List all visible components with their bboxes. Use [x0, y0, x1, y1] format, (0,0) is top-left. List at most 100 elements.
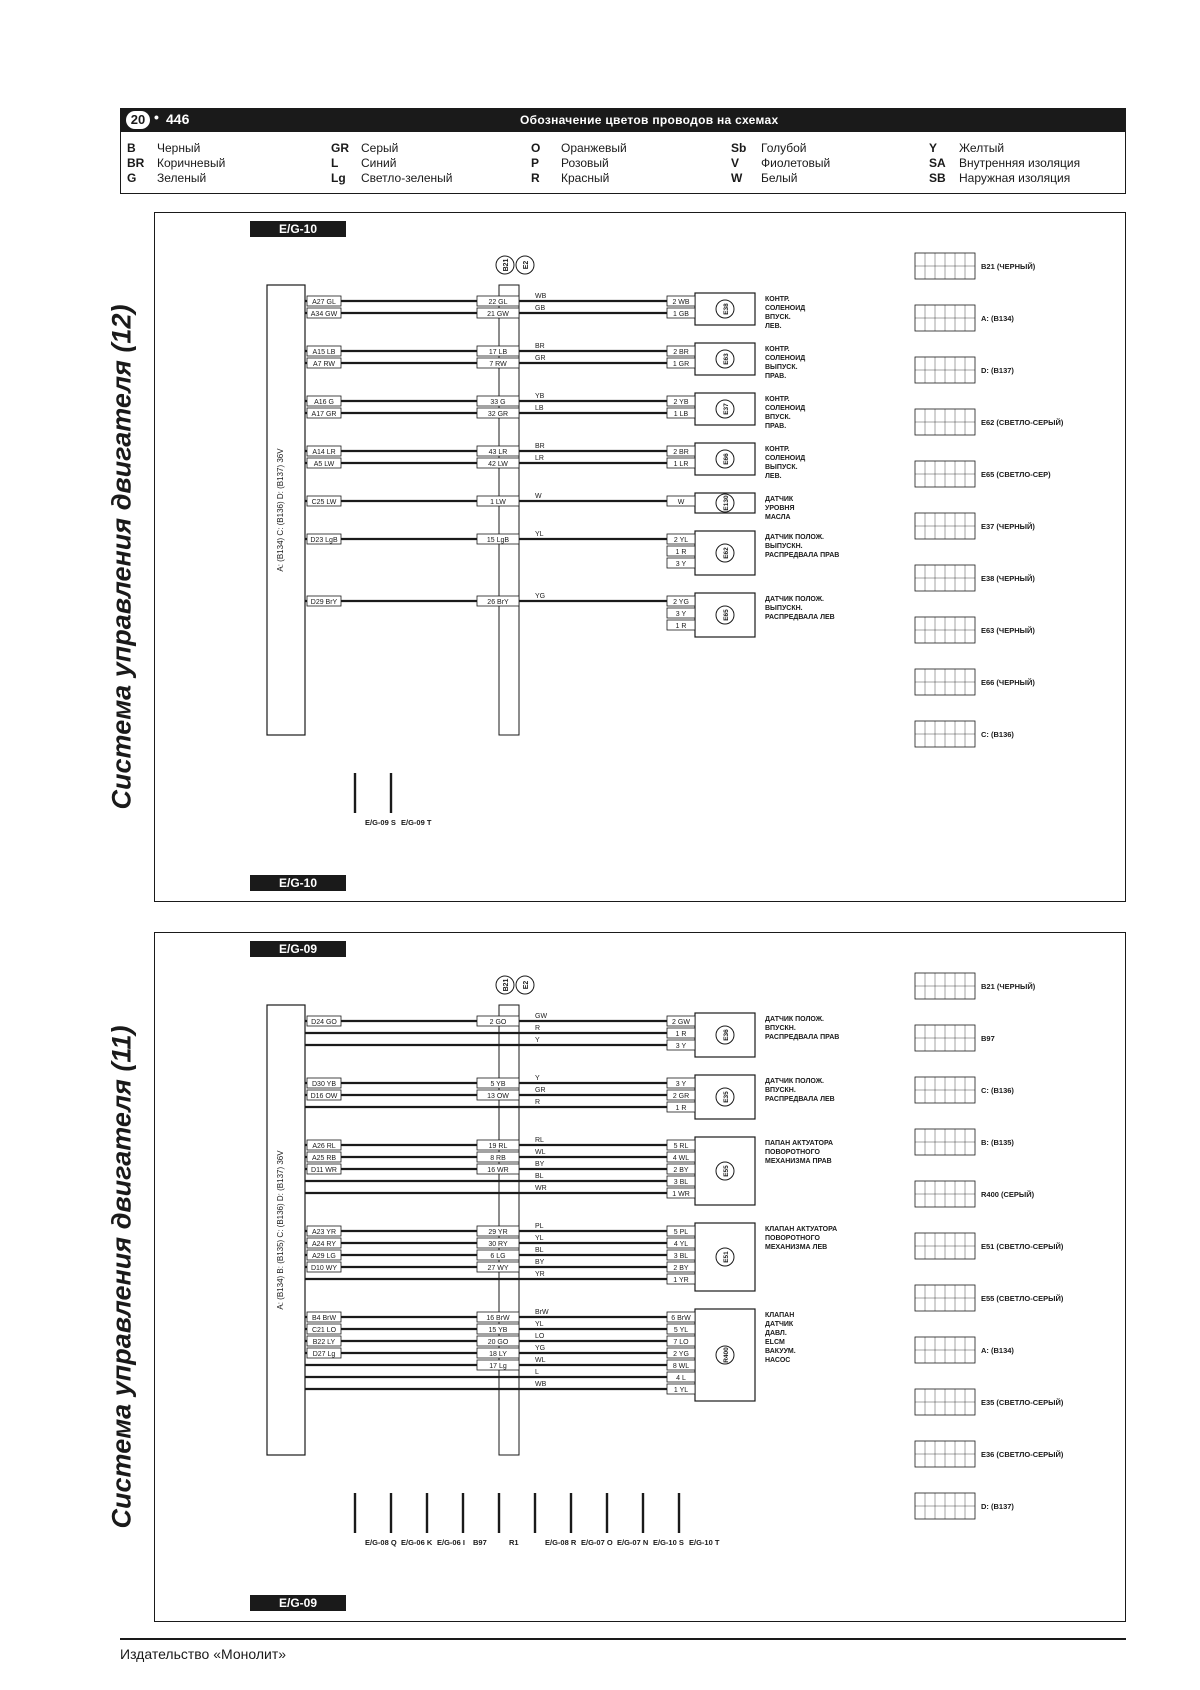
harness-pin-box — [476, 295, 520, 307]
component-pin-label: 4 L — [676, 1375, 686, 1382]
wire-color-label: WR — [535, 1185, 547, 1192]
reference-label: R1 — [509, 1538, 519, 1547]
component-pin-label: 1 R — [676, 1031, 687, 1038]
ecm-pin-box — [306, 1347, 342, 1359]
wire-color-label: R — [535, 1025, 540, 1032]
harness-pin-label: 1 LW — [490, 499, 506, 506]
component-label: ВЫПУСК. — [765, 364, 798, 371]
component-pin-label: 2 YG — [673, 599, 689, 606]
wire-color-label: YL — [535, 531, 544, 538]
ecm-pin-box — [306, 1249, 342, 1261]
ecm-pin-label: A5 LW — [314, 461, 335, 468]
connector-label: C: (B136) — [981, 730, 1014, 739]
component-pin-label: 1 YR — [673, 1277, 688, 1284]
component-label: ДАТЧИК ПОЛОЖ. — [765, 596, 824, 603]
connector-label: D: (B137) — [981, 1502, 1014, 1511]
ecm-pin-box — [306, 1151, 342, 1163]
wire-color-label: YL — [535, 1321, 544, 1328]
component-id: E37 — [723, 403, 730, 415]
component-label: ДАТЧИК — [765, 496, 794, 503]
harness-pin-box — [476, 1225, 520, 1237]
harness-pin-label: 22 GL — [488, 299, 507, 306]
schematic-12-drawing: E/G-10E/G-10A: (B134) C: (B136) D: (B137… — [250, 221, 1064, 891]
ecm-pin-box — [306, 1089, 342, 1101]
wire-color-label: BrW — [535, 1309, 549, 1316]
component-label: НАСОС — [765, 1357, 790, 1364]
component-id: E65 — [723, 609, 730, 621]
component-pin-box — [666, 307, 696, 319]
connector-label: B21 (ЧЕРНЫЙ) — [981, 982, 1036, 991]
wire-color-label: BR — [535, 343, 545, 350]
harness-pin-box — [476, 1163, 520, 1175]
connector-label: A: (B134) — [981, 1346, 1014, 1355]
ecm-pin-box — [306, 595, 342, 607]
ecm-pin-box — [306, 407, 342, 419]
component-pin-label: 3 Y — [676, 1081, 687, 1088]
component-pin-box — [666, 1139, 696, 1151]
component-pin-label: 2 BY — [673, 1167, 689, 1174]
component-id: R400 — [723, 1347, 730, 1363]
harness-pin-label: 32 GR — [488, 411, 508, 418]
harness-pin-label: 6 LG — [490, 1253, 505, 1260]
component-label: ДАТЧИК — [765, 1321, 794, 1328]
component-pin-label: 2 YB — [673, 399, 688, 406]
connector-label: R400 (СЕРЫЙ) — [981, 1190, 1035, 1199]
wire-color-label: BY — [535, 1259, 545, 1266]
reference-label: E/G-08 R — [545, 1538, 577, 1547]
tag-top-label: E/G-10 — [279, 222, 317, 236]
component-label: МАСЛА — [765, 514, 791, 521]
component-label: ВПУСК. — [765, 314, 791, 321]
wire-color-label: GB — [535, 305, 545, 312]
component-label: МЕХАНИЗМА ПРАВ — [765, 1158, 832, 1165]
component-id: E55 — [723, 1165, 730, 1177]
component-label: ВЫПУСК. — [765, 464, 798, 471]
component-pin-box — [666, 295, 696, 307]
component-id: E35 — [723, 1091, 730, 1103]
component-label: ELCM — [765, 1339, 785, 1346]
component-pin-box — [666, 395, 696, 407]
component-id: E51 — [723, 1251, 730, 1263]
component-pin-label: 2 BR — [673, 449, 689, 456]
component-label: УРОВНЯ — [765, 505, 795, 512]
component-pin-label: 2 YG — [673, 1351, 689, 1358]
harness-pin-label: 20 GO — [488, 1339, 509, 1346]
wire-color-label: W — [535, 493, 542, 500]
component-pin-box — [666, 1151, 696, 1163]
harness-pin-label: 15 LgB — [487, 537, 510, 544]
component-label: СОЛЕНОИД — [765, 305, 805, 312]
component-id: E66 — [723, 453, 730, 465]
component-pin-label: 3 BL — [674, 1253, 689, 1260]
reference-label: E/G-09 S — [365, 818, 396, 827]
component-id: E62 — [723, 547, 730, 559]
wire-color-label: BY — [535, 1161, 545, 1168]
ecm-pin-box — [306, 1237, 342, 1249]
connector-label: E55 (СВЕТЛО-СЕРЫЙ) — [981, 1294, 1064, 1303]
ecm-pin-label: A27 GL — [312, 299, 336, 306]
connector-label: D: (B137) — [981, 366, 1014, 375]
component-label: ВЫПУСКН. — [765, 543, 803, 550]
harness-pin-box — [476, 445, 520, 457]
connector-label: B97 — [981, 1034, 995, 1043]
component-pin-box — [666, 1371, 696, 1383]
component-label: ВПУСК. — [765, 414, 791, 421]
reference-label: E/G-06 K — [401, 1538, 433, 1547]
publisher-name: Издательство «Монолит» — [120, 1646, 287, 1662]
component-pin-box — [666, 457, 696, 469]
harness-connector — [498, 284, 520, 736]
connector-label: E36 (СВЕТЛО-СЕРЫЙ) — [981, 1450, 1064, 1459]
wire-color-label: LB — [535, 405, 544, 412]
component-label: ДАТЧИК ПОЛОЖ. — [765, 1078, 824, 1085]
harness-label-1: B21 — [503, 258, 510, 271]
wire-color-label: YG — [535, 1345, 545, 1352]
schematic-11-drawing: E/G-09E/G-09A: (B134) B: (B135) C: (B136… — [250, 941, 1064, 1611]
component-pin-box — [666, 545, 696, 557]
wire-color-label: R — [535, 1099, 540, 1106]
component-pin-label: 8 WL — [673, 1363, 689, 1370]
component-pin-box — [666, 1347, 696, 1359]
connector-label: E66 (ЧЕРНЫЙ) — [981, 678, 1035, 687]
component-label: ВАКУУМ. — [765, 1348, 796, 1355]
